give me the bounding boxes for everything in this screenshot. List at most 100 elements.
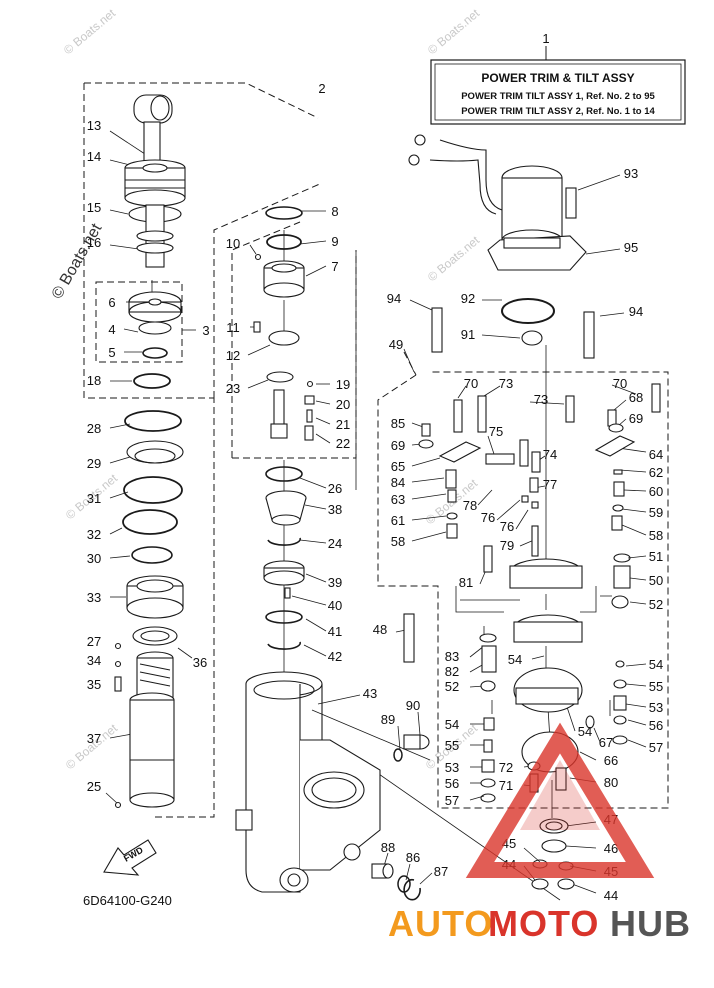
callout-number: 6 [108, 295, 115, 310]
callout-number: 58 [391, 534, 405, 549]
part-88-fitting [371, 863, 394, 879]
callout-number: 70 [464, 376, 478, 391]
part-47-seal [539, 818, 569, 834]
pump-small-parts [403, 383, 661, 803]
callout-number: 76 [481, 510, 495, 525]
callout-number: 78 [463, 498, 477, 513]
callout-number: 16 [87, 235, 101, 250]
callout-number: 30 [87, 551, 101, 566]
part-92-o-ring [501, 298, 555, 324]
callout-number: 81 [459, 575, 473, 590]
part-44-washer-left [531, 878, 549, 890]
callout-number: 95 [624, 240, 638, 255]
callout-number: 43 [363, 686, 377, 701]
callout-number: 19 [336, 377, 350, 392]
part-22-spring [304, 425, 314, 441]
logo-word-hub: HUB [610, 903, 691, 944]
part-89-o-ring [393, 748, 403, 762]
callout-number: 28 [87, 421, 101, 436]
part-90-fitting [403, 734, 430, 750]
title-box: POWER TRIM & TILT ASSY POWER TRIM TILT A… [430, 46, 686, 125]
part-34-ball [114, 660, 122, 668]
callout-number: 44 [604, 888, 618, 903]
part-25-ball [114, 801, 122, 809]
part-40-pin [284, 587, 291, 599]
part-23-bolt-head [270, 423, 288, 439]
callout-number: 59 [649, 505, 663, 520]
part-7-valve-body [263, 260, 305, 298]
callout-number: 77 [543, 477, 557, 492]
part-93-screw [565, 187, 577, 219]
callout-number: 66 [604, 753, 618, 768]
callout-number: 74 [543, 447, 557, 462]
part-21-pin [306, 409, 313, 423]
watermark-text: © Boats.net [61, 6, 119, 58]
callout-number: 68 [629, 390, 643, 405]
callout-number: 15 [87, 200, 101, 215]
part-28-ring [124, 410, 182, 432]
callout-number: 88 [381, 840, 395, 855]
callout-number: 10 [226, 236, 240, 251]
callout-number: 91 [461, 327, 475, 342]
callout-number: 90 [406, 698, 420, 713]
part-23-washer [266, 371, 294, 383]
part-32-ring [122, 509, 178, 535]
callout-number: 76 [500, 519, 514, 534]
callout-number: 80 [604, 775, 618, 790]
logo-word-auto: AUTO [388, 903, 493, 944]
callout-number: 56 [445, 776, 459, 791]
callout-number: 34 [87, 653, 101, 668]
callout-number: 89 [381, 712, 395, 727]
part-19-ball [306, 380, 314, 388]
callout-number: 9 [331, 234, 338, 249]
callout-number: 79 [500, 538, 514, 553]
callout-number: 42 [328, 649, 342, 664]
title-line-1: POWER TRIM & TILT ASSY [481, 71, 634, 85]
callout-number: 72 [499, 760, 513, 775]
callout-number: 52 [445, 679, 459, 694]
callout-number: 50 [649, 573, 663, 588]
part-44-washer-right [557, 878, 575, 890]
callout-number: 55 [649, 679, 663, 694]
callout-number: 40 [328, 598, 342, 613]
title-line-2: POWER TRIM TILT ASSY 1, Ref. No. 2 to 95 [461, 91, 655, 102]
tilt-rod-piston [124, 159, 186, 207]
part-30-o-ring [131, 546, 173, 564]
callout-number: 33 [87, 590, 101, 605]
part-23-bolt [273, 389, 285, 427]
callout-number: 14 [87, 149, 101, 164]
callout-number: 54 [578, 724, 592, 739]
callout-number: 64 [649, 447, 663, 462]
callout-number: 71 [499, 778, 513, 793]
part-8-o-ring [265, 206, 303, 220]
parts-layer: FWD [103, 94, 661, 901]
callout-number: 7 [331, 259, 338, 274]
callout-number: 73 [499, 376, 513, 391]
part-36-washer [132, 626, 178, 646]
callout-number: 21 [336, 417, 350, 432]
part-18-o-ring [133, 373, 171, 389]
callout-number: 84 [391, 475, 405, 490]
callout-number: 1 [542, 31, 549, 46]
part-24-circlip [267, 537, 302, 546]
part-46-plug [541, 839, 567, 853]
fwd-arrow-icon: FWD [103, 839, 157, 876]
part-39-piston [263, 560, 305, 586]
title-line-3: POWER TRIM TILT ASSY 2, Ref. No. 1 to 14 [461, 106, 655, 117]
callout-number: 35 [87, 677, 101, 692]
part-10-ball [254, 253, 262, 261]
callout-number: 53 [445, 760, 459, 775]
callout-number: 57 [445, 793, 459, 808]
group-outlines [83, 82, 669, 818]
part-12-disc [268, 330, 300, 346]
callout-number: 36 [193, 655, 207, 670]
part-9-ring [266, 234, 302, 250]
callout-number: 11 [226, 320, 240, 335]
callout-number: 20 [336, 397, 350, 412]
automotohub-logo: AUTO MOTO HUB [388, 722, 691, 944]
part-35-spring [114, 676, 122, 692]
part-31-ring [123, 476, 183, 504]
callout-number: 58 [649, 528, 663, 543]
